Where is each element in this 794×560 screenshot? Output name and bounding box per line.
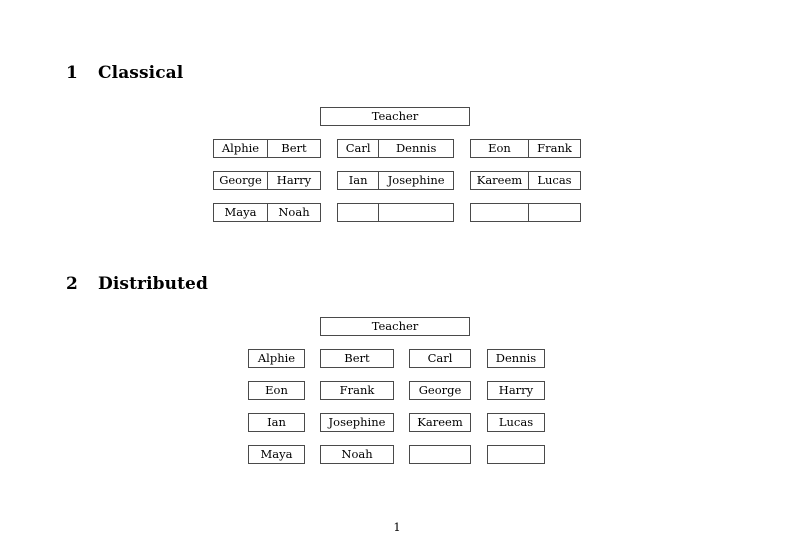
student-cell: [527, 204, 580, 221]
student-pair-box[interactable]: George Harry: [213, 171, 321, 190]
student-box[interactable]: Maya: [248, 445, 305, 464]
table-row: [470, 203, 582, 222]
student-cell: [471, 204, 528, 221]
section-title: Classical: [98, 63, 184, 83]
teacher-label: Teacher: [371, 318, 419, 333]
student-cell: Josephine: [328, 414, 386, 429]
table-row: Kareem Lucas: [470, 171, 582, 190]
section-title: Distributed: [98, 274, 208, 294]
table-row: Alphie Bert: [213, 139, 323, 158]
student-pair-box[interactable]: Alphie Bert: [213, 139, 321, 158]
student-box[interactable]: Dennis: [487, 349, 545, 368]
student-cell: Harry: [266, 172, 320, 189]
page-number: 1: [393, 520, 401, 534]
student-cell: George: [418, 382, 462, 397]
student-cell: Lucas: [498, 414, 534, 429]
table-row: Eon Frank George Harry: [0, 381, 794, 400]
table-row: George Harry: [213, 171, 323, 190]
student-cell: Josephine: [378, 172, 453, 189]
student-box[interactable]: Alphie: [248, 349, 305, 368]
student-box[interactable]: [487, 445, 545, 464]
table-row: Carl Dennis: [337, 139, 455, 158]
table-row: [337, 203, 455, 222]
student-cell: Maya: [224, 204, 257, 219]
table-row: Maya Noah: [0, 445, 794, 464]
student-cell: Carl: [427, 350, 453, 365]
section-heading-distributed: 2 Distributed: [66, 274, 208, 294]
student-box[interactable]: Harry: [487, 381, 545, 400]
table-row: Alphie Bert Carl Dennis: [0, 349, 794, 368]
student-cell: Noah: [266, 204, 320, 221]
student-cell: Frank: [527, 140, 580, 157]
student-cell: Alphie: [221, 140, 260, 155]
table-row: Ian Josephine: [337, 171, 455, 190]
student-box[interactable]: Josephine: [320, 413, 394, 432]
student-cell: Bert: [266, 140, 320, 157]
student-box[interactable]: Frank: [320, 381, 394, 400]
student-cell: [378, 204, 453, 221]
student-cell: Kareem: [476, 172, 523, 187]
student-box[interactable]: Bert: [320, 349, 394, 368]
student-cell: Dennis: [495, 350, 537, 365]
student-cell: [338, 204, 378, 221]
student-pair-box[interactable]: [470, 203, 581, 222]
teacher-box-distributed[interactable]: Teacher: [320, 317, 470, 336]
student-cell: Carl: [345, 140, 371, 155]
student-box[interactable]: Kareem: [409, 413, 471, 432]
student-cell: [410, 446, 470, 463]
student-cell: Frank: [339, 382, 375, 397]
student-cell: Kareem: [417, 414, 463, 429]
student-box[interactable]: Noah: [320, 445, 394, 464]
student-cell: Ian: [348, 172, 368, 187]
student-cell: Eon: [265, 382, 288, 397]
student-cell: Bert: [344, 350, 370, 365]
student-pair-box[interactable]: [337, 203, 454, 222]
section-number: 2: [66, 274, 78, 294]
student-pair-box[interactable]: Maya Noah: [213, 203, 321, 222]
student-box[interactable]: Eon: [248, 381, 305, 400]
student-cell: Alphie: [257, 350, 296, 365]
student-box[interactable]: Lucas: [487, 413, 545, 432]
section-heading-classical: 1 Classical: [66, 63, 183, 83]
student-box[interactable]: George: [409, 381, 471, 400]
student-box[interactable]: Carl: [409, 349, 471, 368]
student-cell: Eon: [488, 140, 511, 155]
student-cell: Noah: [341, 446, 373, 461]
student-cell: Harry: [498, 382, 534, 397]
student-cell: Lucas: [527, 172, 580, 189]
table-row: Maya Noah: [213, 203, 323, 222]
section-number: 1: [66, 63, 78, 83]
student-pair-box[interactable]: Kareem Lucas: [470, 171, 581, 190]
teacher-box-classical[interactable]: Teacher: [320, 107, 470, 126]
student-cell: Ian: [267, 414, 286, 429]
student-box[interactable]: Ian: [248, 413, 305, 432]
teacher-label: Teacher: [371, 108, 419, 123]
student-pair-box[interactable]: Eon Frank: [470, 139, 581, 158]
table-row: Eon Frank: [470, 139, 582, 158]
table-row: Ian Josephine Kareem Lucas: [0, 413, 794, 432]
student-cell: Dennis: [378, 140, 453, 157]
student-cell: [488, 446, 544, 463]
student-box[interactable]: [409, 445, 471, 464]
student-pair-box[interactable]: Ian Josephine: [337, 171, 454, 190]
student-cell: Maya: [260, 446, 293, 461]
student-cell: George: [219, 172, 262, 187]
student-pair-box[interactable]: Carl Dennis: [337, 139, 454, 158]
